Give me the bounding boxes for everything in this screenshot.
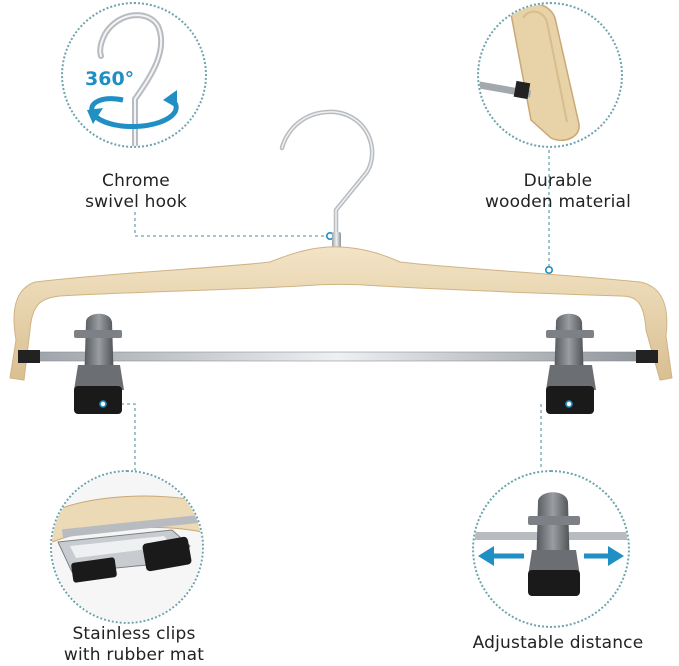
hook-label-line1: Chrome [102, 171, 170, 191]
clips-label-line2: with rubber mat [63, 645, 205, 665]
left-clip [74, 313, 124, 414]
clips-label: Stainless clips with rubber mat [44, 624, 224, 666]
hook-label-line2: swivel hook [85, 192, 187, 212]
callout-distance-circle [472, 470, 630, 628]
right-clip [546, 313, 596, 414]
material-label-line1: Durable [523, 171, 593, 191]
material-label: Durable wooden material [463, 171, 653, 213]
hook-label: Chrome swivel hook [58, 171, 214, 213]
callout-material-circle [477, 2, 623, 148]
clips-label-line1: Stainless clips [72, 624, 196, 644]
rotation-degree-label: 360° [85, 68, 135, 90]
distance-label: Adjustable distance [472, 633, 644, 653]
material-label-line2: wooden material [484, 192, 632, 212]
callout-hook-circle: 360° [61, 2, 207, 148]
callout-clips-circle [50, 470, 204, 624]
hook [279, 109, 375, 249]
wooden-body [9, 246, 673, 381]
leader-lines [103, 150, 569, 472]
